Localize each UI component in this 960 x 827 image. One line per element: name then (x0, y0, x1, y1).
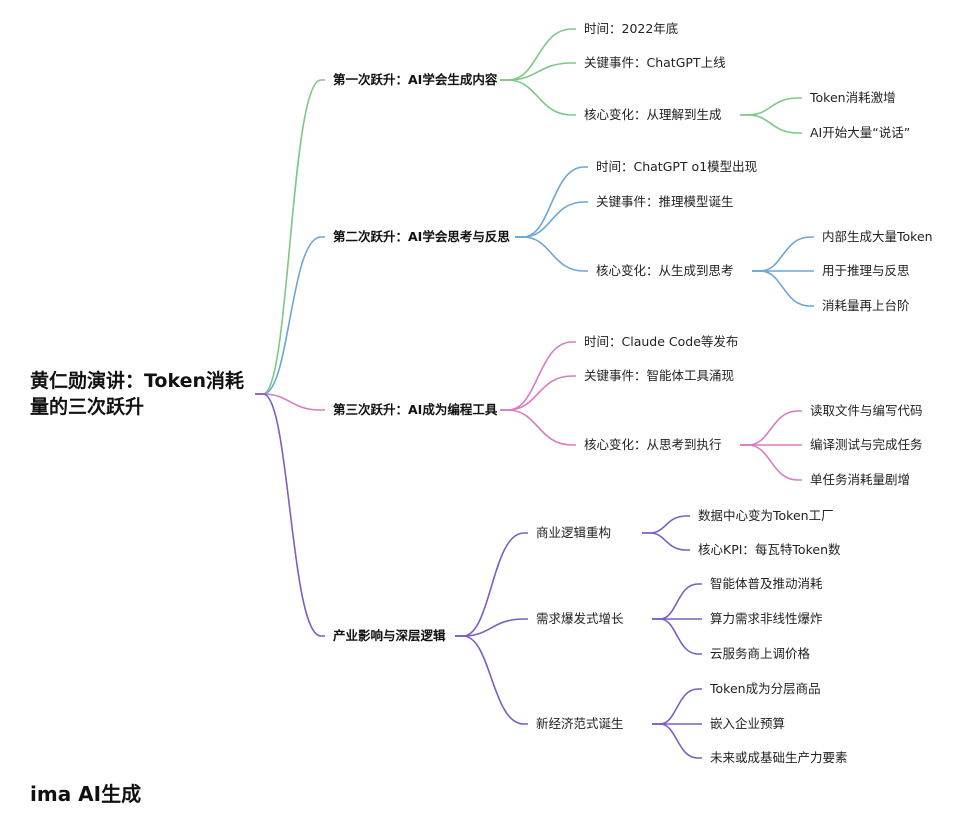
branch-node: 产业影响与深层逻辑 (333, 628, 446, 643)
detail-node: 云服务商上调价格 (710, 646, 811, 661)
detail-connector (652, 723, 702, 759)
subtopic-node: 核心变化：从思考到执行 (584, 437, 722, 452)
detail-connector (740, 97, 802, 116)
detail-connector (740, 444, 802, 481)
detail-node: 单任务消耗量剧增 (810, 472, 911, 487)
detail-node: 消耗量再上台阶 (822, 298, 910, 313)
subtopic-connector (500, 62, 576, 81)
subtopic-node: 关键事件：推理模型诞生 (596, 194, 734, 209)
detail-node: 读取文件与编写代码 (810, 403, 923, 418)
subtopic-connector (500, 79, 576, 116)
subtopic-connector (500, 409, 576, 446)
detail-node: 用于推理与反思 (822, 263, 910, 278)
detail-connector (642, 515, 690, 534)
branch-node: 第二次跃升：AI学会思考与反思 (333, 229, 510, 244)
detail-connector (740, 410, 802, 446)
detail-connector (752, 236, 814, 272)
detail-node: 数据中心变为Token工厂 (698, 508, 834, 523)
detail-connector (642, 532, 690, 551)
detail-connector (752, 270, 814, 307)
branch-connector (255, 393, 325, 411)
detail-node: 编译测试与完成任务 (810, 437, 923, 452)
watermark-label: ima AI生成 (30, 782, 142, 806)
detail-node: Token消耗激增 (810, 90, 896, 105)
detail-node: 未来或成基础生产力要素 (710, 750, 848, 765)
subtopic-node: 时间：ChatGPT o1模型出现 (596, 159, 758, 174)
detail-connector (652, 688, 702, 725)
detail-node: 嵌入企业预算 (710, 716, 786, 731)
detail-node: Token成为分层商品 (710, 681, 821, 696)
branch-connector (255, 79, 325, 395)
subtopic-node: 时间：2022年底 (584, 21, 679, 36)
branch-node: 第一次跃升：AI学会生成内容 (333, 72, 498, 87)
subtopic-node: 新经济范式诞生 (536, 716, 624, 731)
branch-node: 第三次跃升：AI成为编程工具 (333, 402, 498, 417)
subtopic-node: 需求爆发式增长 (536, 611, 624, 626)
subtopic-node: 时间：Claude Code等发布 (584, 334, 739, 349)
subtopic-node: 核心变化：从生成到思考 (596, 263, 734, 278)
detail-node: 智能体普及推动消耗 (710, 576, 823, 591)
subtopic-connector (515, 201, 588, 238)
subtopic-connector (455, 635, 528, 725)
detail-connector (652, 618, 702, 655)
branch-connector (255, 393, 325, 637)
detail-node: 内部生成大量Token (822, 229, 933, 244)
branch-connector (255, 236, 325, 395)
detail-node: 算力需求非线性爆炸 (710, 611, 823, 626)
detail-node: 核心KPI：每瓦特Token数 (698, 542, 841, 557)
root-node-title: 黄仁勋演讲：Token消耗量的三次跃升 (30, 370, 245, 418)
subtopic-node: 关键事件：智能体工具涌现 (584, 368, 735, 383)
detail-node: AI开始大量“说话” (810, 125, 911, 140)
detail-connector (652, 583, 702, 620)
subtopic-connector (500, 375, 576, 411)
subtopic-connector (455, 618, 528, 637)
subtopic-node: 核心变化：从理解到生成 (584, 107, 722, 122)
subtopic-node: 商业逻辑重构 (536, 525, 612, 540)
detail-connector (740, 114, 802, 134)
subtopic-connector (515, 236, 588, 272)
subtopic-connector (455, 532, 528, 637)
subtopic-node: 关键事件：ChatGPT上线 (584, 55, 726, 70)
